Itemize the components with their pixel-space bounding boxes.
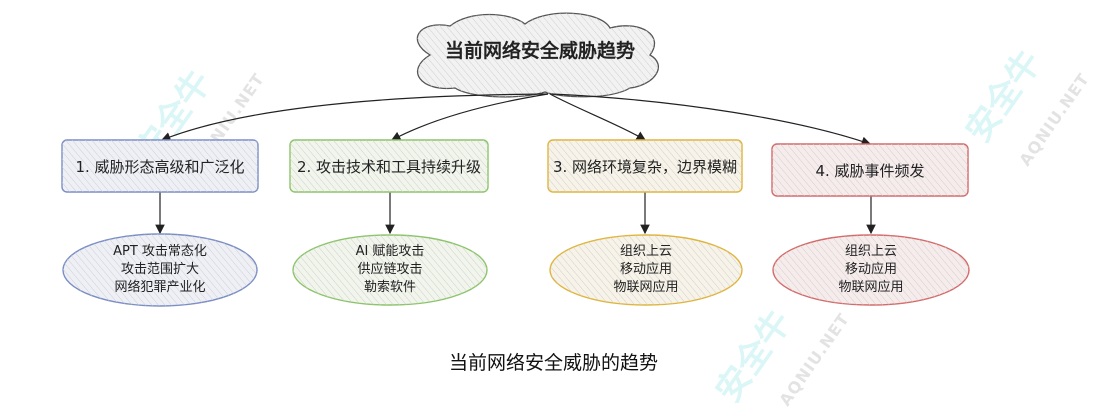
detail-item: 攻击范围扩大 — [120, 262, 199, 277]
arrow-to-branch-1 — [160, 93, 549, 142]
detail-item: 组织上云 — [844, 244, 897, 259]
diagram-title: 当前网络安全威胁趋势 — [444, 40, 635, 62]
detail-item: APT 攻击常态化 — [113, 244, 207, 259]
branch-4-details: 组织上云 移动应用 物联网应用 — [773, 234, 969, 306]
branch-2-box: 2. 攻击技术和工具持续升级 — [296, 157, 482, 176]
detail-item: 移动应用 — [844, 262, 897, 277]
branch-1-details: APT 攻击常态化 攻击范围扩大 网络犯罪产业化 — [63, 234, 257, 306]
detail-item: 网络犯罪产业化 — [114, 280, 206, 295]
arrow-to-branch-2 — [390, 93, 549, 141]
branch-3-box: 3. 网络环境复杂，边界模糊 — [552, 157, 738, 176]
arrow-to-branch-3 — [549, 93, 647, 141]
figure-caption: 当前网络安全威胁的趋势 — [448, 352, 658, 374]
detail-item: 供应链攻击 — [357, 262, 423, 277]
detail-item: 勒索软件 — [363, 280, 416, 295]
title-cloud — [416, 12, 660, 98]
detail-item: 移动应用 — [619, 262, 672, 277]
branch-1-box: 1. 威胁形态高级和广泛化 — [75, 157, 245, 176]
detail-item: 组织上云 — [619, 244, 672, 259]
branch-4-box: 4. 威胁事件频发 — [815, 161, 925, 180]
detail-item: 物联网应用 — [613, 280, 679, 295]
detail-item: 物联网应用 — [838, 280, 904, 295]
detail-item: AI 赋能攻击 — [355, 244, 425, 259]
arrow-to-branch-4 — [551, 93, 872, 146]
branch-2-details: AI 赋能攻击 供应链攻击 勒索软件 — [293, 234, 487, 306]
branch-3-details: 组织上云 移动应用 物联网应用 — [550, 234, 742, 306]
